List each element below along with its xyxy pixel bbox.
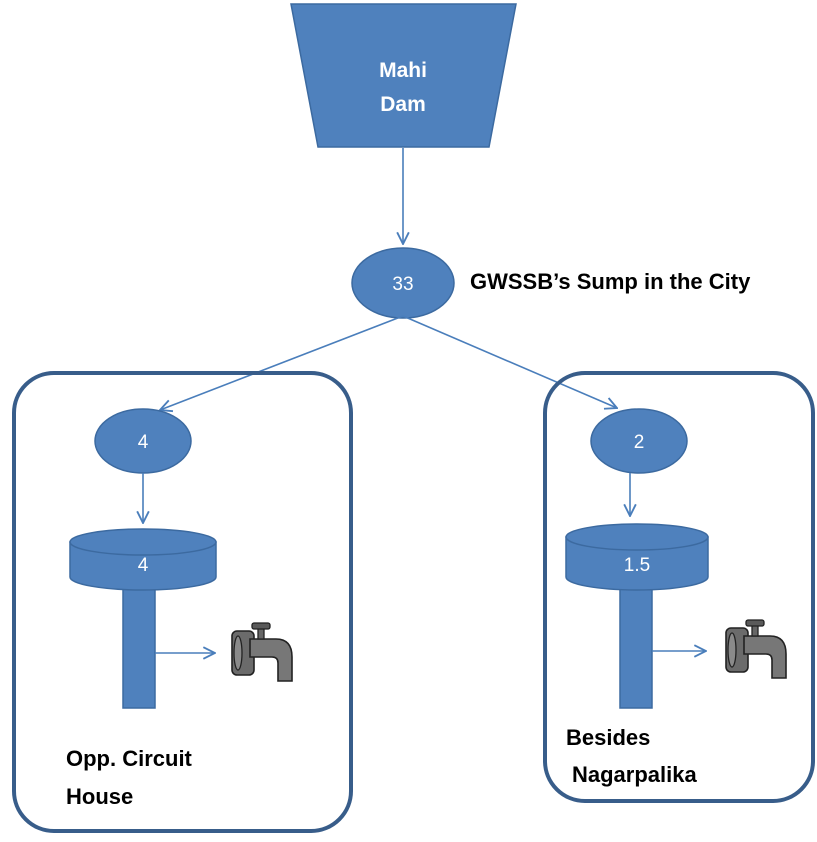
right-node: 2 bbox=[590, 408, 688, 474]
right-node-value: 2 bbox=[634, 432, 645, 453]
tap-icon bbox=[231, 622, 293, 682]
tap-icon bbox=[725, 619, 787, 679]
left-node: 4 bbox=[94, 408, 192, 474]
left-location-line1: Opp. Circuit bbox=[66, 746, 193, 771]
sump-value: 33 bbox=[392, 274, 413, 295]
right-tank-pillar bbox=[619, 582, 653, 709]
sump-label: GWSSB’s Sump in the City bbox=[470, 269, 751, 294]
left-group-box bbox=[12, 371, 353, 833]
left-water-tank: 4 bbox=[69, 528, 217, 709]
dam-label-line2: Dam bbox=[380, 93, 426, 116]
right-tank-value: 1.5 bbox=[624, 555, 650, 576]
left-tank-value: 4 bbox=[138, 555, 149, 576]
sump-to-right-arrow bbox=[402, 315, 617, 408]
right-water-tank: 1.5 bbox=[565, 523, 709, 709]
right-tank-top bbox=[565, 523, 709, 551]
mahi-dam-shape: Mahi Dam bbox=[290, 3, 517, 148]
left-location-line2: House bbox=[66, 784, 133, 809]
right-tank-body bbox=[565, 536, 709, 591]
right-location-line2: Nagarpalika bbox=[572, 762, 697, 787]
left-node-value: 4 bbox=[138, 432, 149, 453]
left-tank-top bbox=[69, 528, 217, 556]
right-location-line1: Besides bbox=[566, 725, 650, 750]
sump-node: 33 bbox=[351, 247, 455, 319]
sump-to-left-arrow bbox=[160, 315, 404, 410]
dam-label-line1: Mahi bbox=[379, 59, 427, 82]
left-tank-pillar bbox=[122, 582, 156, 709]
right-group-box bbox=[543, 371, 815, 803]
